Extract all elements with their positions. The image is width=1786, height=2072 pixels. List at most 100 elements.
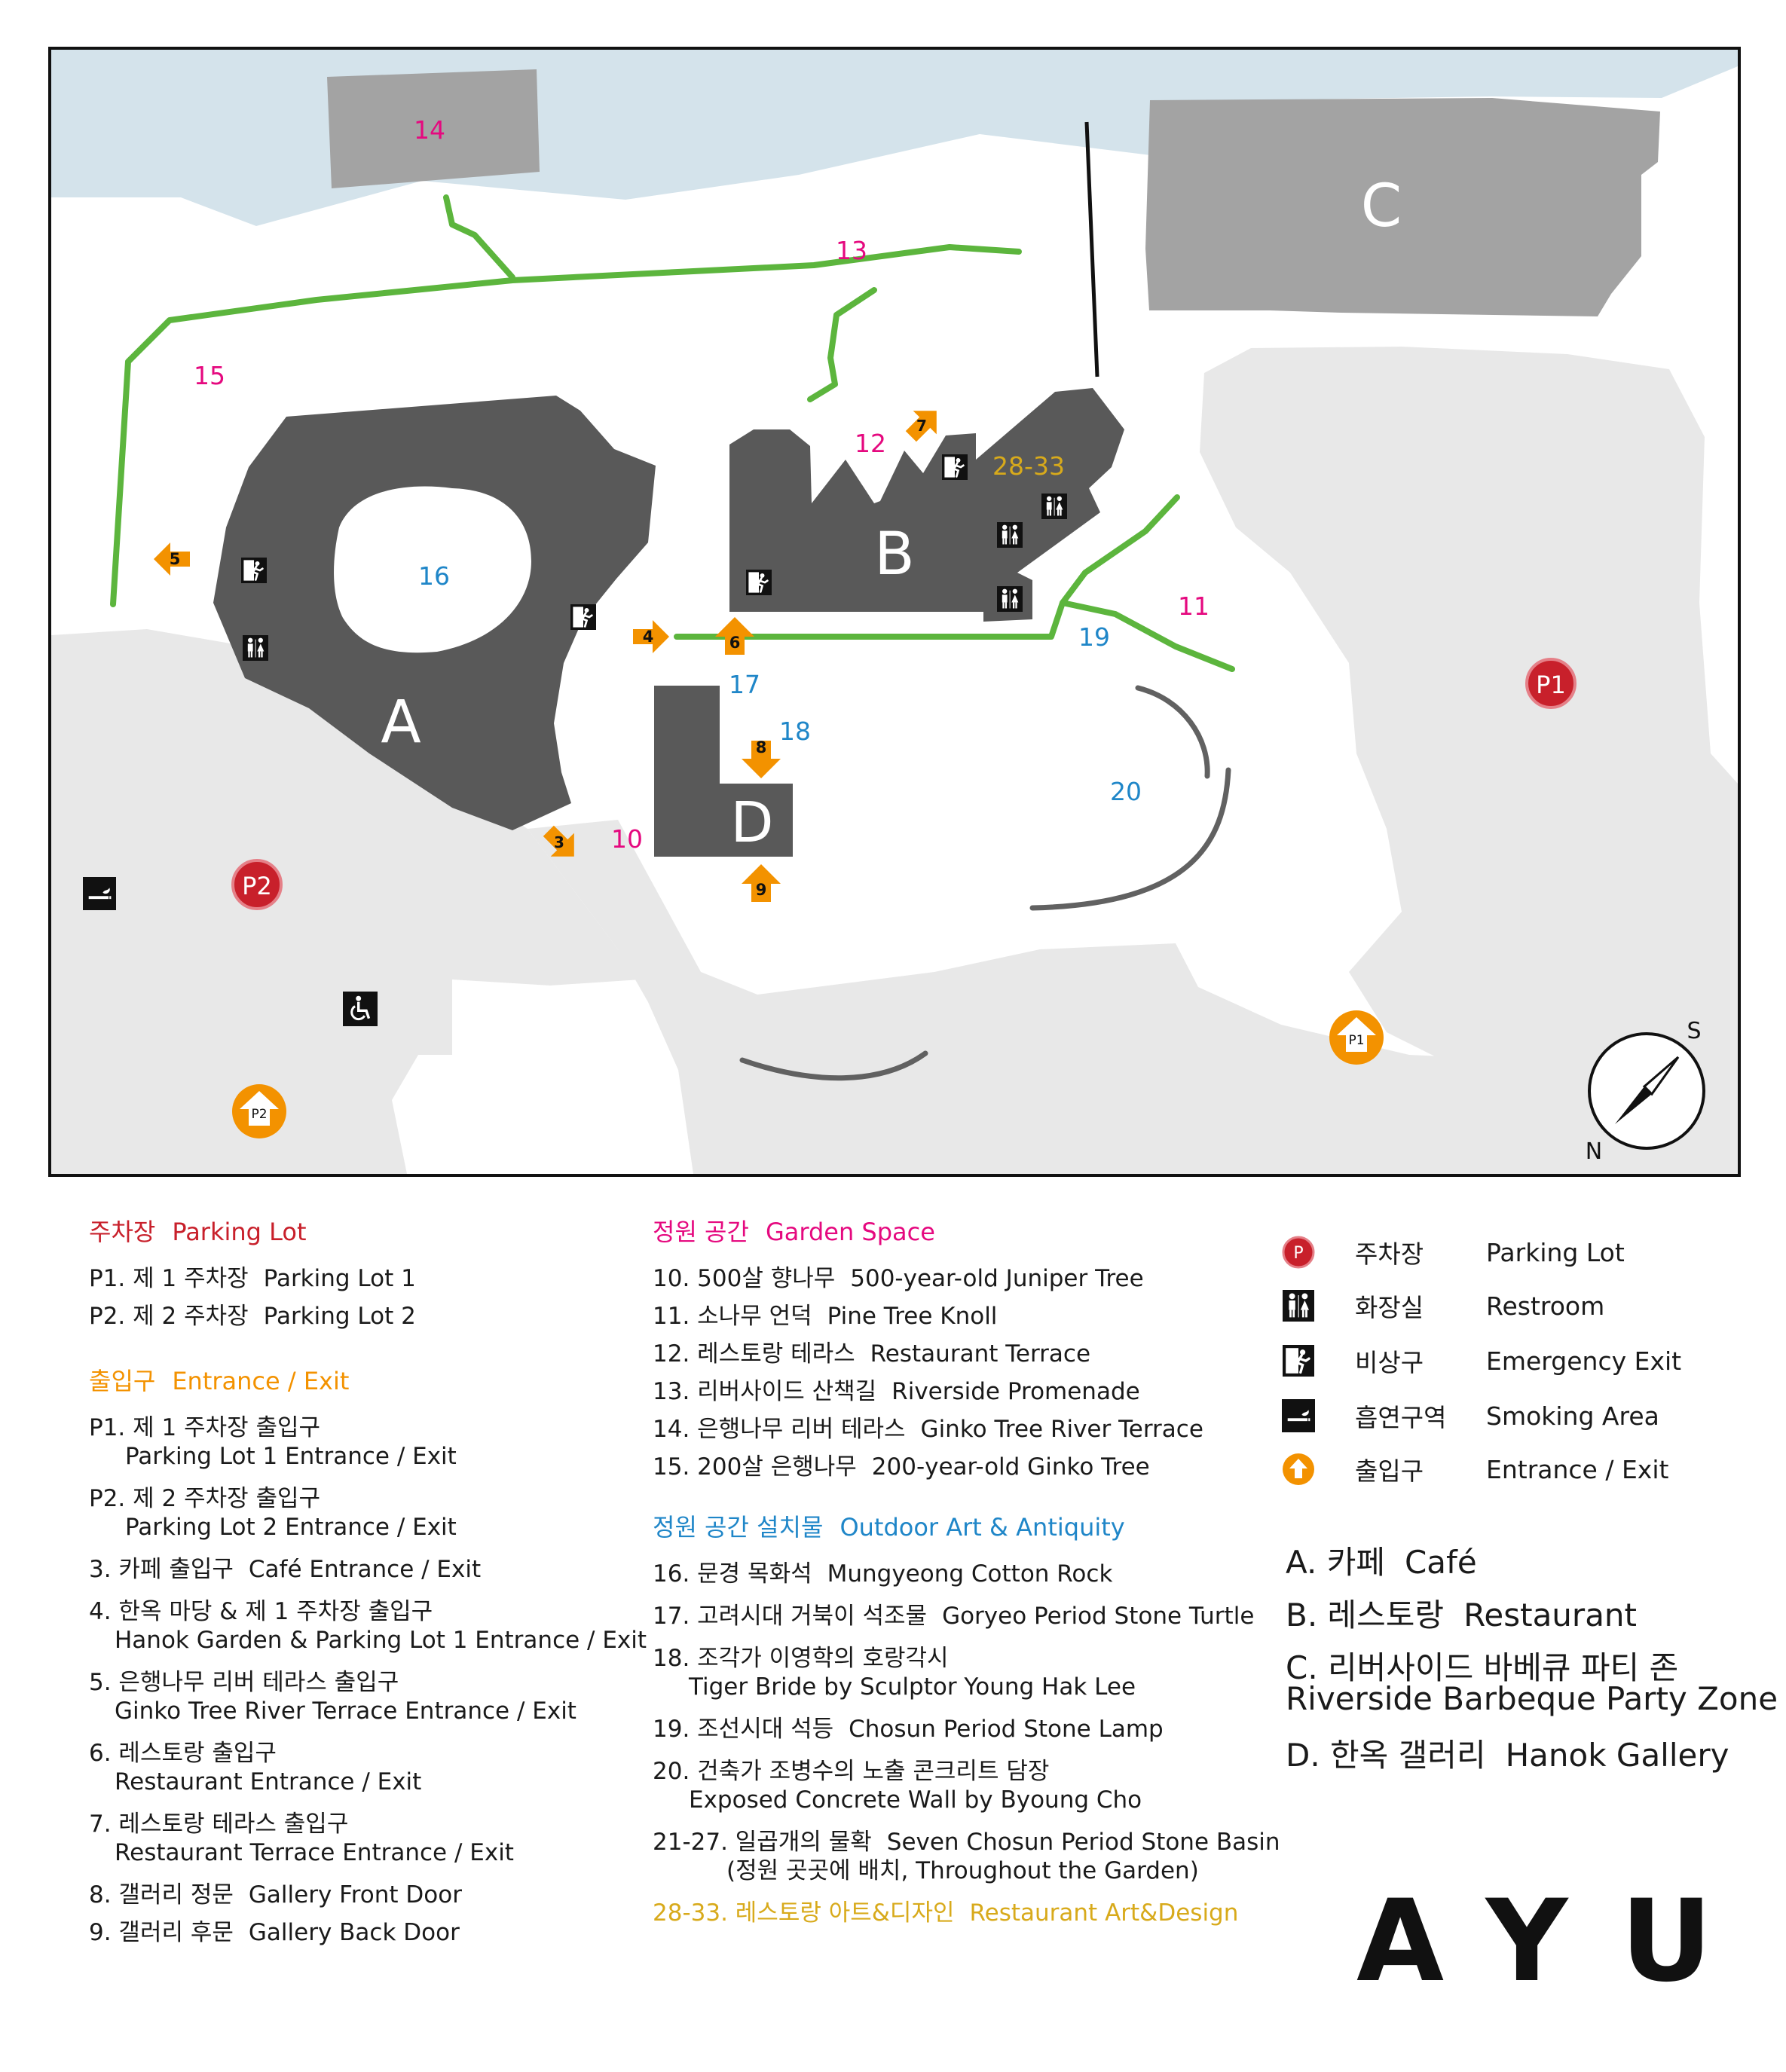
- svg-text:9: 9: [756, 881, 767, 899]
- smoking-area-icon: [83, 877, 116, 910]
- compass-north: N: [1586, 1138, 1602, 1165]
- map-frame: [48, 47, 1741, 1177]
- label-11: 11: [1178, 591, 1210, 621]
- restroom-icon: [997, 522, 1023, 548]
- pine-knoll-path: [1060, 600, 1235, 672]
- exit-6-arrow[interactable]: 6: [715, 617, 754, 655]
- compass-icon: S N: [1586, 1018, 1705, 1165]
- svg-text:P: P: [1293, 1244, 1303, 1263]
- parking-lot-1-area: [1200, 347, 1738, 1077]
- map-number-labels: 14 13 15 12 11 10 16 19 17 18 20 28-33: [194, 115, 1210, 854]
- smoking-area-icon: [1281, 1398, 1316, 1433]
- exit-7-arrow[interactable]: 7: [899, 399, 948, 448]
- svg-text:5: 5: [170, 550, 181, 568]
- symbol-row-entrance: 출입구 Entrance / Exit: [1281, 1448, 1668, 1490]
- svg-text:P1: P1: [1536, 671, 1566, 699]
- label-16: 16: [418, 561, 450, 591]
- site-map: C A B D 3 4 5 6: [48, 47, 1741, 1177]
- svg-text:7: 7: [916, 417, 927, 435]
- path-branch-14: [443, 194, 515, 280]
- symbol-row-smoking: 흡연구역 Smoking Area: [1281, 1395, 1659, 1437]
- exit-4-arrow[interactable]: 4: [633, 620, 669, 653]
- exit-3-arrow[interactable]: 3: [537, 819, 586, 868]
- label-28-33: 28-33: [992, 451, 1065, 481]
- building-d-label: D: [731, 790, 774, 855]
- exit-8-arrow[interactable]: 8: [742, 738, 781, 778]
- legend-building-c-en: Riverside Barbeque Party Zone: [1286, 1680, 1778, 1717]
- main-walkway-path: [674, 494, 1180, 640]
- emergency-exit-icon: [241, 558, 267, 583]
- building-d: [654, 686, 793, 857]
- parking-1-entrance-marker[interactable]: P1: [1329, 1010, 1384, 1065]
- parking-1-marker[interactable]: P1: [1525, 658, 1577, 709]
- svg-text:3: 3: [554, 833, 564, 851]
- symbol-row-parking: P 주차장 Parking Lot: [1281, 1231, 1625, 1273]
- emergency-exit-icon: [942, 454, 968, 480]
- parking-lot-2-area: [51, 629, 641, 1174]
- svg-text:4: 4: [643, 628, 654, 646]
- restroom-icon: [243, 635, 268, 661]
- emergency-exit-icon: [570, 604, 596, 630]
- restroom-icon: [1281, 1288, 1316, 1323]
- building-b: [729, 388, 1124, 622]
- parking-2-entrance-marker[interactable]: P2: [232, 1084, 286, 1138]
- building-a-label: A: [381, 689, 421, 756]
- label-13: 13: [836, 236, 867, 265]
- symbol-row-restroom: 화장실 Restroom: [1281, 1285, 1604, 1327]
- exit-5-arrow[interactable]: 5: [154, 542, 190, 576]
- svg-text:P2: P2: [242, 872, 272, 900]
- emergency-exit-icon: [746, 570, 772, 595]
- garden-paths: [110, 194, 1235, 672]
- svg-text:6: 6: [729, 634, 741, 652]
- exit-9-arrow[interactable]: 9: [742, 864, 781, 902]
- path-branch-12: [807, 287, 877, 402]
- entrance-exit-icon: [1281, 1452, 1316, 1487]
- label-10: 10: [611, 824, 643, 854]
- svg-text:P1: P1: [1348, 1033, 1364, 1048]
- emergency-exit-icon: [1281, 1343, 1316, 1378]
- label-14: 14: [414, 115, 445, 145]
- ayu-logo: AYU: [1356, 1876, 1766, 2007]
- label-17: 17: [729, 670, 760, 699]
- label-15: 15: [194, 361, 225, 390]
- label-18: 18: [779, 717, 811, 746]
- restroom-icon: [1041, 494, 1067, 519]
- river-fence-line: [1084, 121, 1099, 377]
- ginko-river-terrace-14: [327, 69, 540, 188]
- legend-building-c: C. 리버사이드 바베큐 파티 존: [1286, 1649, 1679, 1686]
- svg-text:8: 8: [756, 738, 767, 756]
- central-drive: [528, 820, 1738, 1174]
- parking-2-marker[interactable]: P2: [231, 859, 283, 910]
- building-c: [1145, 98, 1660, 316]
- svg-text:P2: P2: [251, 1107, 267, 1122]
- exit-arrows[interactable]: 3 4 5 6 7 8 9: [154, 399, 948, 902]
